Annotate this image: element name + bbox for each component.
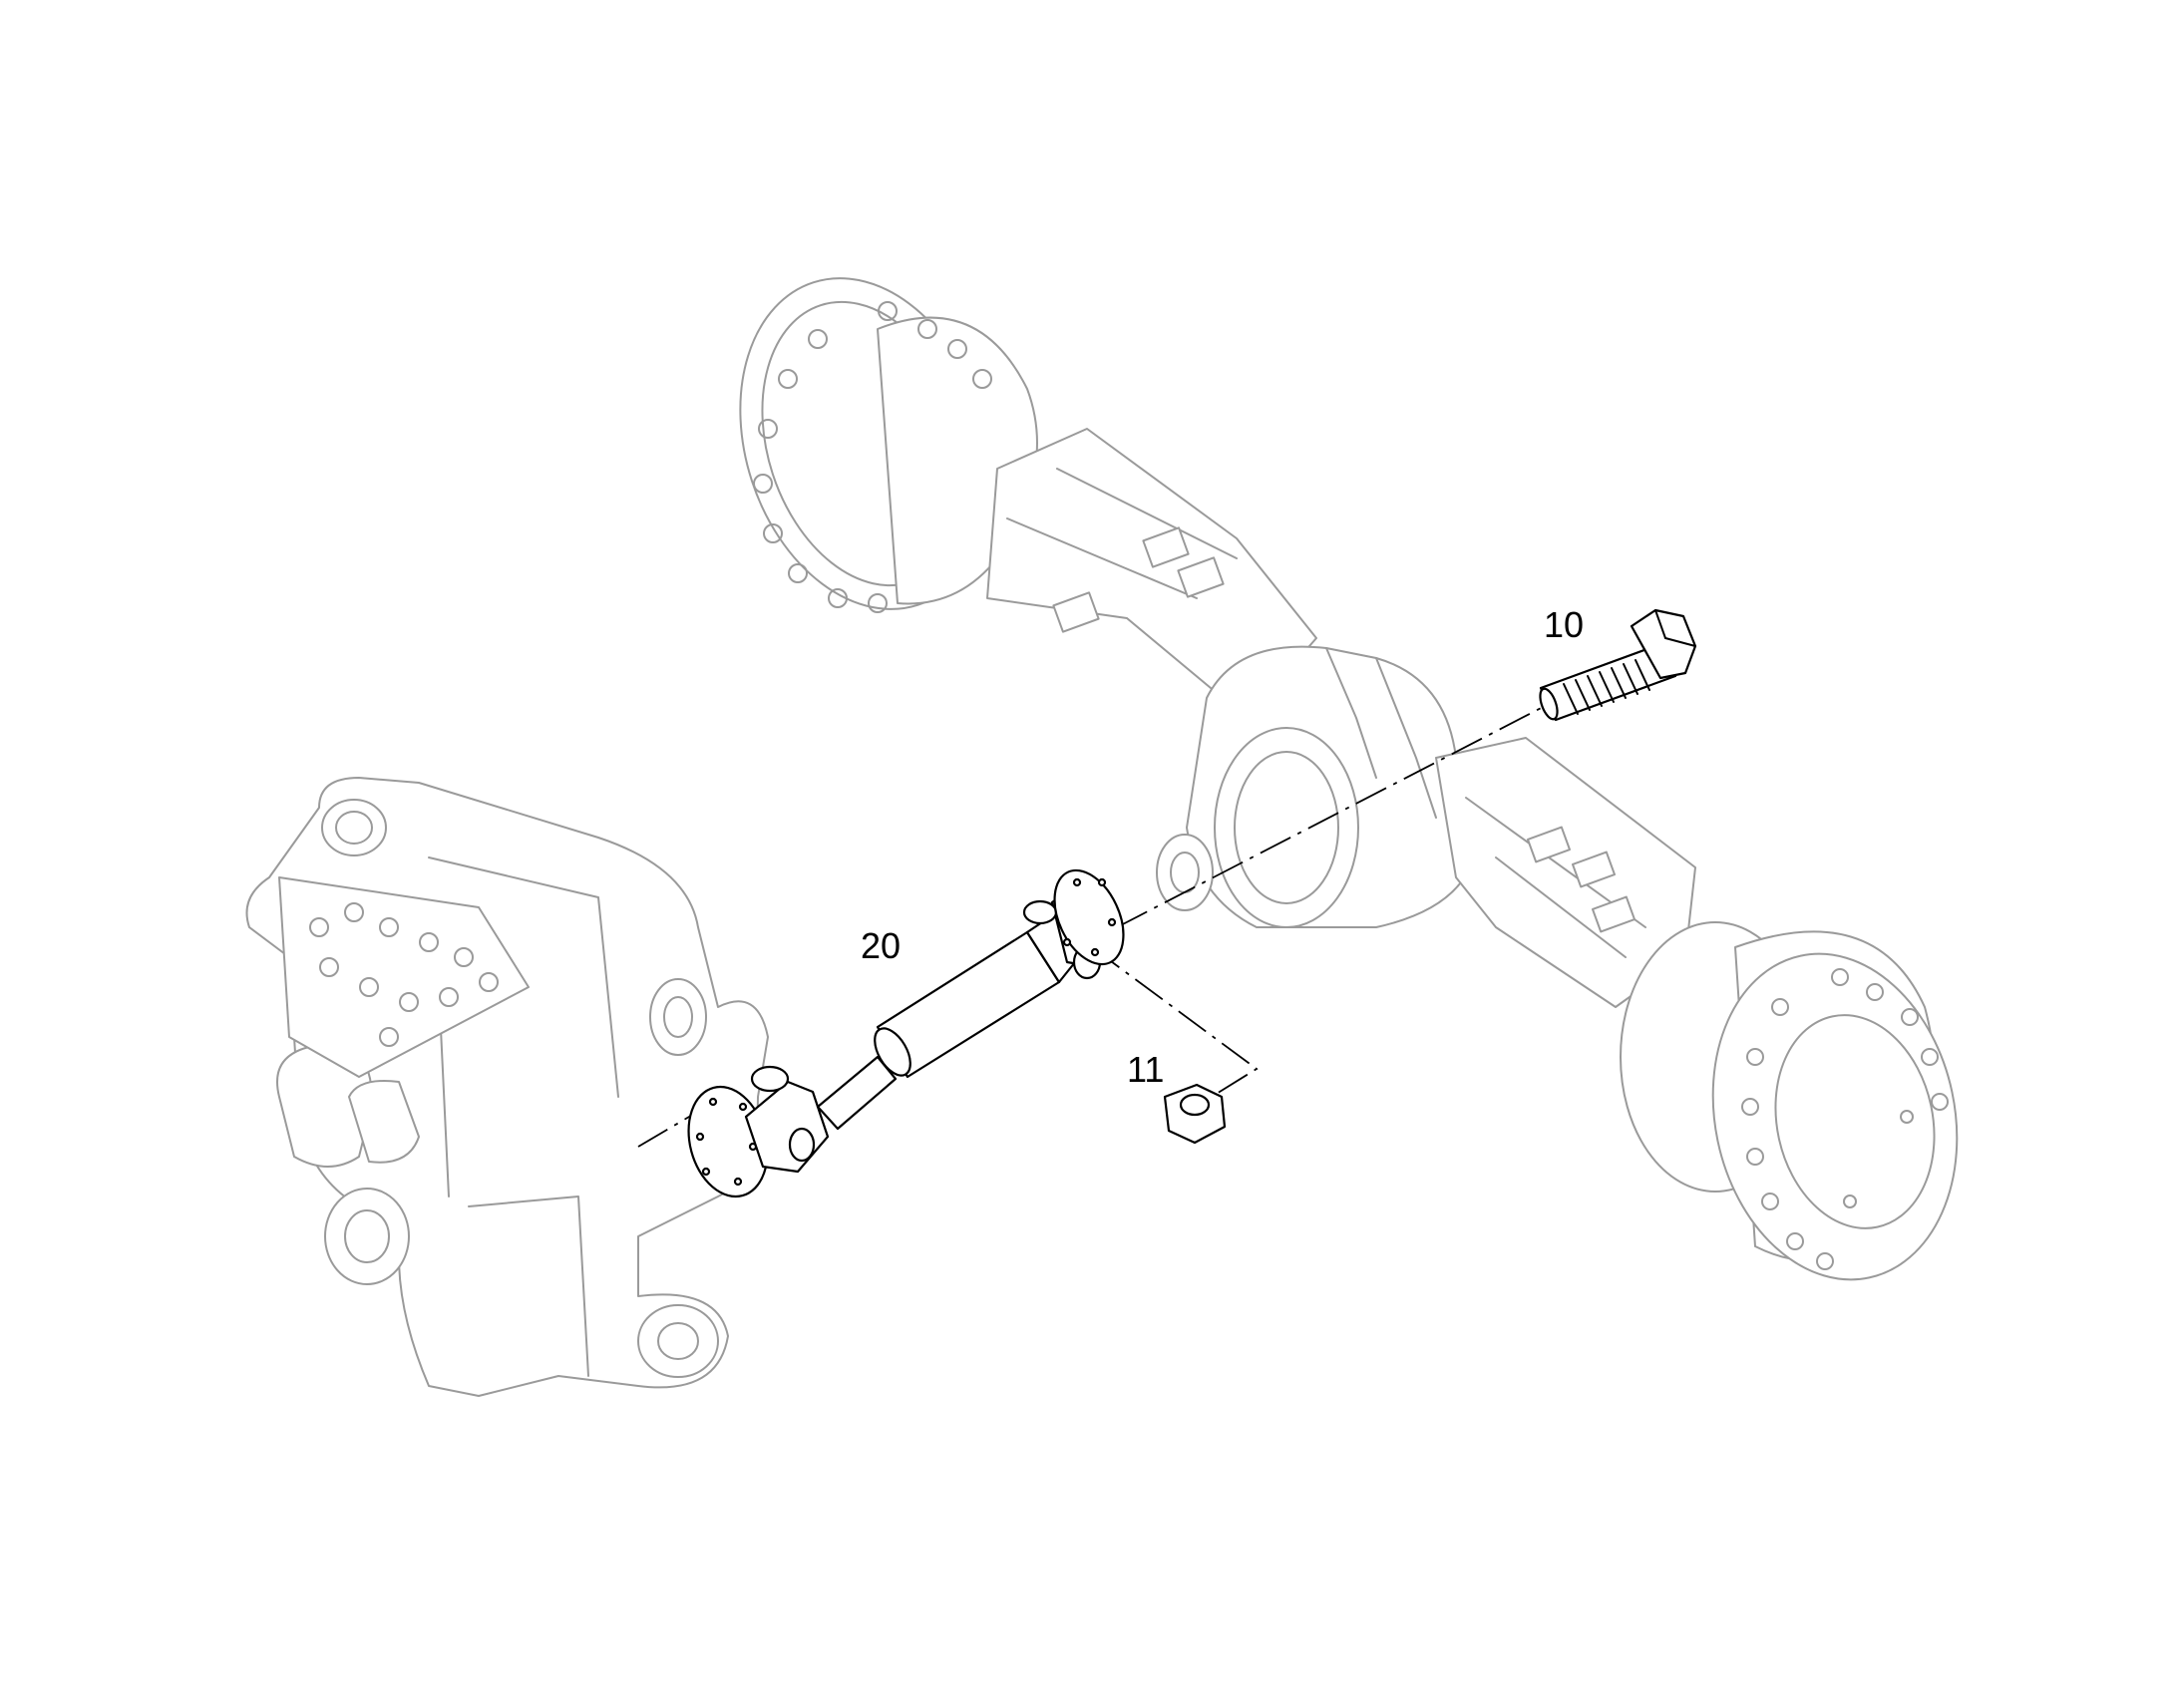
left-hub-bolts — [753, 301, 992, 613]
transmission-assembly — [245, 777, 769, 1397]
right-hub-studs — [1741, 968, 1949, 1270]
left-wheel-hub — [739, 277, 1038, 613]
callout-10: 10 — [1544, 604, 1585, 645]
valve-block — [278, 876, 530, 1078]
differential-housing — [1156, 645, 1477, 928]
axle-assembly — [739, 277, 1959, 1281]
drive-shaft-part-20 — [687, 868, 1125, 1198]
nut-part-11 — [1163, 1083, 1227, 1145]
callout-11: 11 — [1127, 1049, 1165, 1090]
bolt-part-10 — [1539, 608, 1697, 722]
right-wheel-hub — [1620, 921, 1959, 1281]
callout-20: 20 — [861, 925, 902, 966]
